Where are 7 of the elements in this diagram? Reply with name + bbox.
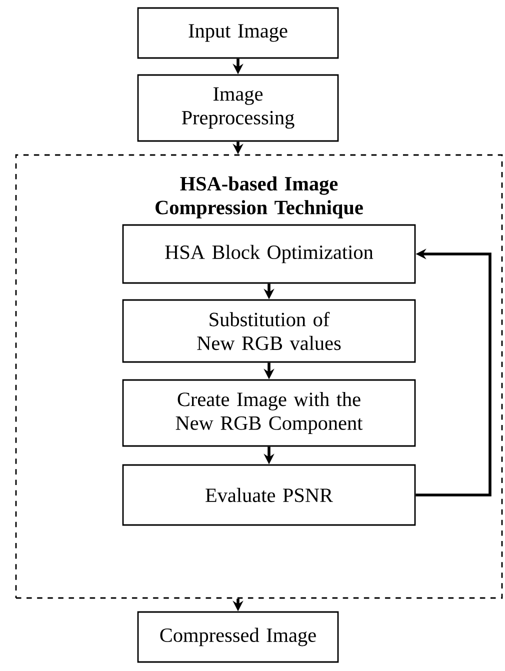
process-box: HSA Block Optimization: [122, 224, 416, 284]
process-box: Evaluate PSNR: [122, 464, 416, 526]
process-box: Substitution of New RGB values: [122, 299, 416, 363]
process-box: Create Image with the New RGB Component: [122, 379, 416, 447]
process-box: Image Preprocessing: [137, 74, 339, 142]
process-box: Compressed Image: [137, 611, 339, 663]
process-box: Input Image: [137, 7, 339, 59]
